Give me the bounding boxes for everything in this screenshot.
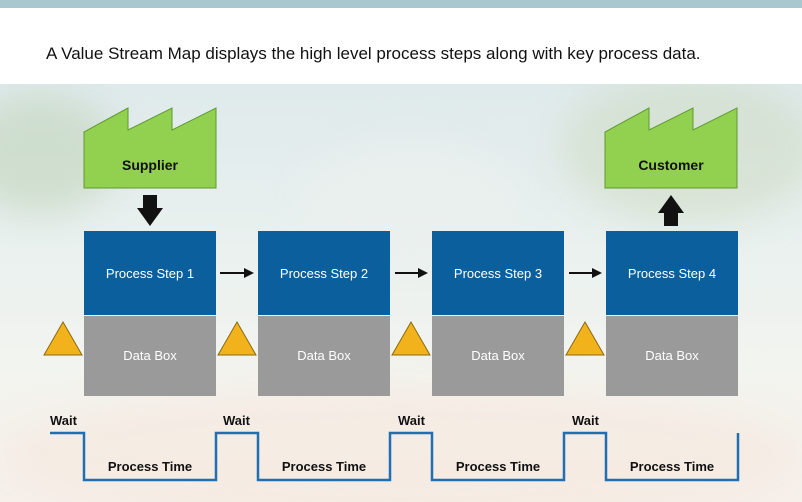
supplier-factory-icon [83,107,217,189]
inventory-triangle-icon [565,320,605,356]
data-box-2: Data Box [258,316,390,396]
inventory-triangle-icon [391,320,431,356]
process-time-label: Process Time [630,459,714,474]
process-step-label: Process Step 4 [628,266,716,281]
customer-label: Customer [638,157,704,173]
push-arrow-icon [569,268,602,278]
data-box-label: Data Box [645,348,699,363]
timeline-line [50,431,740,482]
wait-label: Wait [223,413,251,428]
inventory-triangle-icon [217,320,257,356]
process-step-3: Process Step 3 [432,231,564,315]
data-box-3: Data Box [432,316,564,396]
up-arrow-icon [658,195,684,226]
wait-label: Wait [572,413,600,428]
process-step-1: Process Step 1 [84,231,216,315]
data-box-label: Data Box [471,348,525,363]
top-accent-bar [0,0,802,8]
process-step-label: Process Step 2 [280,266,368,281]
wait-label: Wait [50,413,78,428]
page-caption: A Value Stream Map displays the high lev… [46,44,701,63]
background-blur [0,384,802,502]
process-step-label: Process Step 3 [454,266,542,281]
data-box-1: Data Box [84,316,216,396]
data-box-label: Data Box [123,348,177,363]
push-arrow-icon [395,268,428,278]
down-arrow-icon [137,195,163,226]
wait-label: Wait [398,413,426,428]
push-arrow-icon [220,268,254,278]
process-step-label: Process Step 1 [106,266,194,281]
process-time-label: Process Time [456,459,540,474]
process-step-2: Process Step 2 [258,231,390,315]
data-box-label: Data Box [297,348,351,363]
caption-band: A Value Stream Map displays the high lev… [0,8,802,84]
inventory-triangle-icon [43,320,83,356]
customer-factory-icon [604,107,738,189]
process-step-4: Process Step 4 [606,231,738,315]
process-time-label: Process Time [108,459,192,474]
supplier-label: Supplier [122,157,179,173]
process-time-label: Process Time [282,459,366,474]
data-box-4: Data Box [606,316,738,396]
